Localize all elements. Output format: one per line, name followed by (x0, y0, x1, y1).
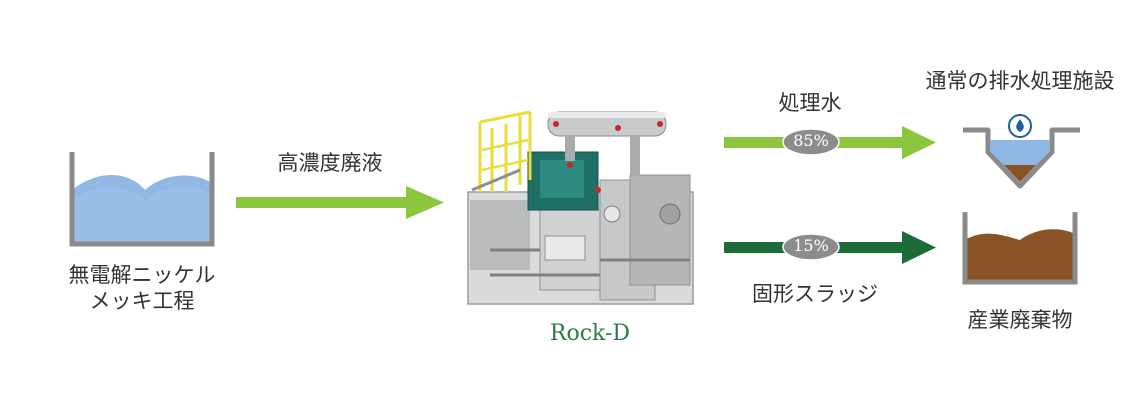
percent-badge-85 (782, 128, 840, 156)
source-tank (69, 152, 215, 247)
machine-name: Rock-D (549, 321, 631, 346)
waste-container-walls (962, 212, 1078, 285)
percent-badge-15 (782, 233, 840, 261)
input-arrow-label: 高濃度廃液 (277, 151, 383, 175)
treatment-facility-icon (963, 114, 1080, 189)
rock-d-machine-image (467, 110, 694, 305)
waste-container (962, 212, 1078, 285)
percent-15: 15% (793, 236, 829, 255)
source-label-line1: 無電解ニッケル (68, 263, 216, 287)
treated-water-label: 処理水 (778, 91, 842, 115)
source-label: 無電解ニッケル メッキ工程 (52, 262, 232, 315)
sludge-label: 固形スラッジ (752, 282, 878, 306)
waste-label: 産業廃棄物 (967, 308, 1073, 332)
waste-sludge (965, 229, 1075, 281)
source-label-line2: メッキ工程 (89, 289, 195, 314)
facility-water (990, 140, 1050, 182)
source-tank-walls (69, 152, 215, 247)
input-arrow (236, 186, 444, 219)
facility-label: 通常の排水処理施設 (925, 69, 1115, 93)
facility-sludge (1004, 165, 1036, 182)
percent-85: 85% (793, 131, 829, 150)
source-liquid-shade (72, 187, 212, 244)
